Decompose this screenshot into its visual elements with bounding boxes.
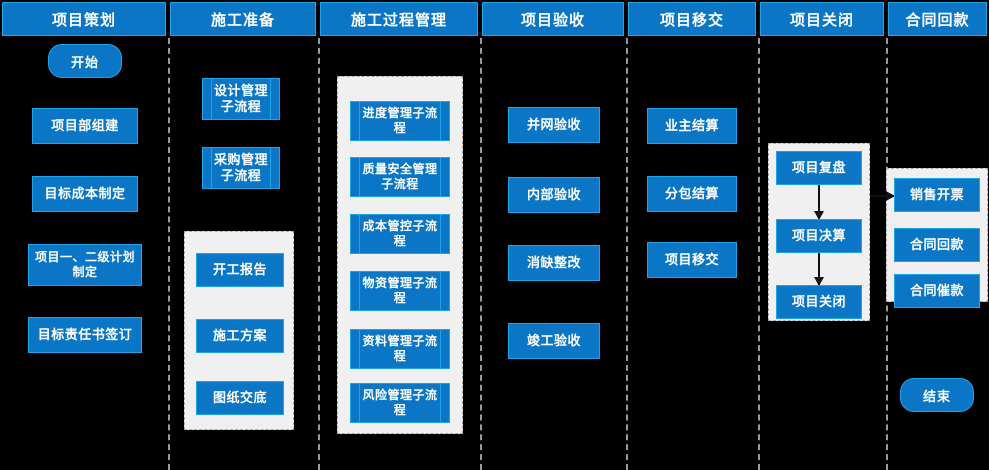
lane-divider-5 <box>758 38 760 470</box>
node-label: 竣工验收 <box>526 332 581 348</box>
node-label: 内部验收 <box>526 186 581 202</box>
node-payment-reminder[interactable]: 合同催款 <box>894 274 980 308</box>
node-label: 图纸交底 <box>212 389 267 405</box>
lane-divider-2 <box>318 38 320 470</box>
node-risk-subprocess[interactable]: 风险管理子流程 <box>350 383 450 423</box>
node-label: 项目复盘 <box>791 159 846 175</box>
node-project-review[interactable]: 项目复盘 <box>776 151 862 185</box>
connector-review-to-settlement <box>818 185 820 219</box>
node-label: 成本管控子流程 <box>362 219 438 248</box>
node-label: 合同回款 <box>909 236 964 252</box>
lane-header-planning[interactable]: 项目策划 <box>2 2 166 36</box>
node-label: 物资管理子流程 <box>362 276 438 305</box>
lane-header-prep[interactable]: 施工准备 <box>170 2 316 36</box>
node-project-handover[interactable]: 项目移交 <box>647 242 737 278</box>
node-construction-scheme[interactable]: 施工方案 <box>196 319 284 353</box>
node-defect-rectification[interactable]: 消缺整改 <box>508 245 600 281</box>
node-label: 采购管理子流程 <box>214 151 269 183</box>
node-completion-acceptance[interactable]: 竣工验收 <box>508 323 600 359</box>
lane-divider-3 <box>480 38 482 470</box>
node-project-team[interactable]: 项目部组建 <box>32 108 138 144</box>
node-label: 风险管理子流程 <box>362 388 438 417</box>
lane-header-handover[interactable]: 项目移交 <box>628 2 756 36</box>
node-contract-payment[interactable]: 合同回款 <box>894 228 980 262</box>
node-label: 进度管理子流程 <box>362 106 438 135</box>
lane-header-label: 项目验收 <box>520 11 585 29</box>
node-label: 消缺整改 <box>526 254 581 270</box>
node-label: 项目移交 <box>664 251 719 267</box>
lane-header-label: 项目策划 <box>51 11 116 29</box>
node-label: 分包结算 <box>664 185 719 201</box>
node-label: 目标责任书签订 <box>37 326 133 342</box>
node-sales-invoice[interactable]: 销售开票 <box>894 178 980 212</box>
node-schedule-subprocess[interactable]: 进度管理子流程 <box>350 101 450 141</box>
node-label: 设计管理子流程 <box>214 82 269 114</box>
node-label: 施工方案 <box>212 327 267 343</box>
node-document-subprocess[interactable]: 资料管理子流程 <box>350 329 450 369</box>
node-label: 质量安全管理子流程 <box>362 162 438 191</box>
node-label: 开始 <box>70 54 99 70</box>
node-label: 销售开票 <box>909 186 964 202</box>
lane-header-process[interactable]: 施工过程管理 <box>320 2 478 36</box>
node-grid-acceptance[interactable]: 并网验收 <box>508 107 600 143</box>
node-cost-control-subprocess[interactable]: 成本管控子流程 <box>350 214 450 254</box>
lane-header-label: 施工准备 <box>210 11 275 29</box>
connector-settlement-to-close <box>818 253 820 285</box>
node-procurement-subprocess[interactable]: 采购管理子流程 <box>202 147 280 189</box>
node-end[interactable]: 结束 <box>900 378 974 412</box>
connector-closure-to-invoice <box>870 195 894 197</box>
node-label: 开工报告 <box>212 261 267 277</box>
node-label: 项目决算 <box>791 227 846 243</box>
node-design-subprocess[interactable]: 设计管理子流程 <box>202 78 280 120</box>
node-label: 项目关闭 <box>791 293 846 309</box>
lane-divider-4 <box>626 38 628 470</box>
node-responsibility-letter[interactable]: 目标责任书签订 <box>28 317 142 353</box>
node-internal-acceptance[interactable]: 内部验收 <box>508 177 600 213</box>
lane-header-label: 施工过程管理 <box>350 11 447 29</box>
lane-header-label: 合同回款 <box>905 11 970 29</box>
node-owner-settlement[interactable]: 业主结算 <box>647 108 737 144</box>
node-material-subprocess[interactable]: 物资管理子流程 <box>350 271 450 311</box>
node-start-report[interactable]: 开工报告 <box>196 253 284 287</box>
node-label: 项目一、二级计划制定 <box>34 250 135 279</box>
node-level-plan[interactable]: 项目一、二级计划制定 <box>28 244 142 286</box>
node-label: 资料管理子流程 <box>362 334 438 363</box>
lane-header-label: 项目关闭 <box>789 11 854 29</box>
node-label: 项目部组建 <box>51 117 119 133</box>
node-subcontract-settlement[interactable]: 分包结算 <box>647 176 737 212</box>
node-target-cost[interactable]: 目标成本制定 <box>32 176 138 212</box>
node-project-close[interactable]: 项目关闭 <box>776 285 862 319</box>
node-quality-safety-subprocess[interactable]: 质量安全管理子流程 <box>350 157 450 197</box>
node-label: 合同催款 <box>909 282 964 298</box>
node-label: 业主结算 <box>664 117 719 133</box>
lane-divider-1 <box>168 38 170 470</box>
node-drawing-briefing[interactable]: 图纸交底 <box>196 381 284 415</box>
lane-header-payment[interactable]: 合同回款 <box>888 2 987 36</box>
node-label: 目标成本制定 <box>44 185 126 201</box>
node-label: 结束 <box>922 388 951 404</box>
node-final-accounts[interactable]: 项目决算 <box>776 219 862 253</box>
lane-header-acceptance[interactable]: 项目验收 <box>482 2 624 36</box>
lane-header-label: 项目移交 <box>659 11 724 29</box>
node-label: 并网验收 <box>526 116 581 132</box>
lane-header-closure[interactable]: 项目关闭 <box>760 2 884 36</box>
node-start[interactable]: 开始 <box>48 44 122 78</box>
